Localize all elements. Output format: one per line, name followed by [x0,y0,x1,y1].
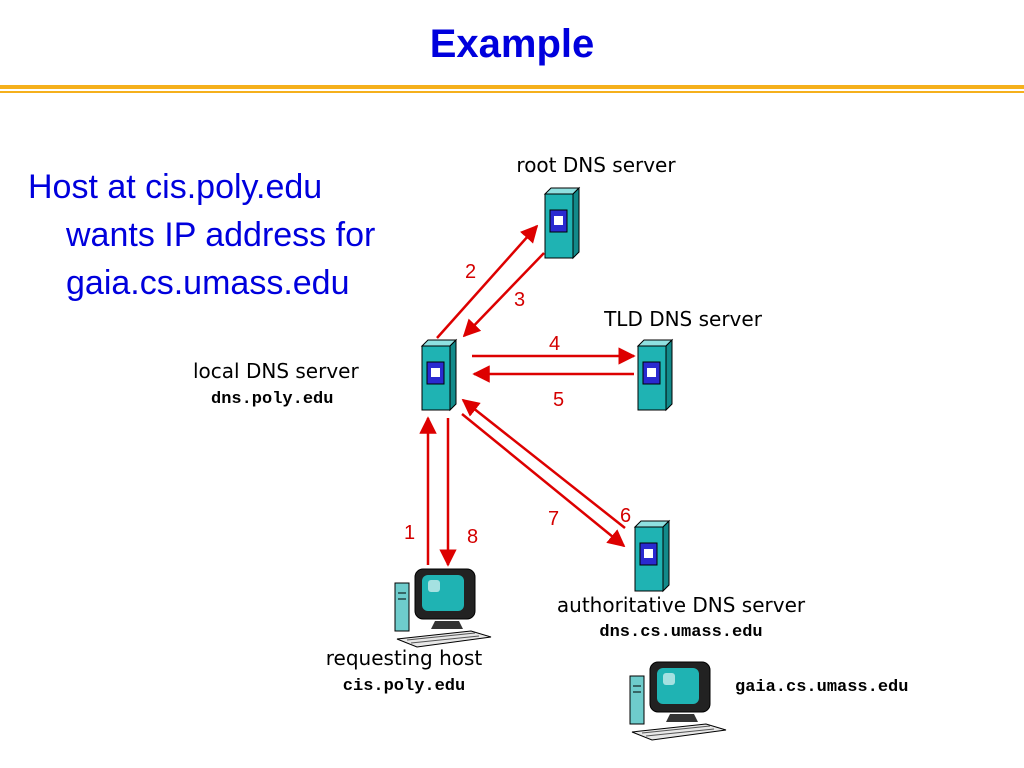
arrow-step-6 [461,398,626,529]
target-host-computer-icon [629,661,727,741]
authoritative-server-label: authoritative DNS server [556,593,806,617]
local-server-label: local DNS server [193,359,359,383]
authoritative-server-hostname: dns.cs.umass.edu [599,623,763,642]
arrow-step-7 [461,413,626,548]
title-rule-thin [0,91,1024,93]
requesting-host-computer-icon [394,568,492,648]
local-server-hostname: dns.poly.edu [211,390,334,409]
step-label-8: 8 [467,526,479,548]
step-label-2: 2 [465,261,477,283]
title-rule-thick [0,85,1024,89]
slide-title: Example [429,22,595,66]
question-line-2: wants IP address for [66,216,376,254]
target-host-hostname: gaia.cs.umass.edu [735,678,909,697]
tld-server-label: TLD DNS server [604,307,762,331]
step-label-3: 3 [514,289,526,311]
question-line-3: gaia.cs.umass.edu [66,264,350,302]
step-label-6: 6 [620,505,632,527]
root-server-label: root DNS server [516,153,676,177]
step-label-1: 1 [404,522,416,544]
arrow-step-3 [462,252,545,338]
question-text: Host at cis.poly.edu wants IP address fo… [28,163,448,307]
authoritative-server-icon [634,520,670,592]
arrow-step-2 [436,224,539,339]
step-label-4: 4 [549,333,561,355]
requesting-host-label: requesting host [325,646,483,670]
tld-server-icon [637,339,673,411]
step-label-5: 5 [553,389,565,411]
step-label-7: 7 [548,508,560,530]
local-server-icon [421,339,457,411]
requesting-host-hostname: cis.poly.edu [342,677,466,696]
root-server-icon [544,187,580,259]
question-line-1: Host at cis.poly.edu [28,168,323,206]
